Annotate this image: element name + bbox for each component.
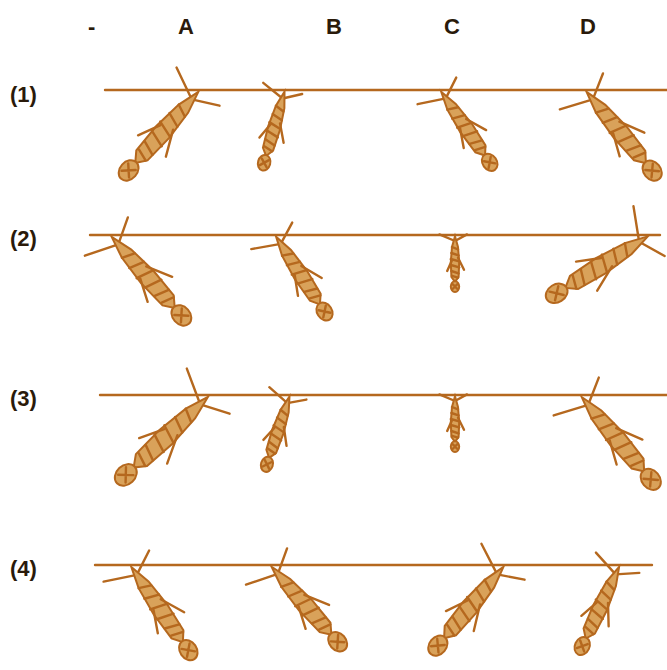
column-label: D: [580, 16, 596, 38]
larva-figures: [85, 67, 667, 670]
row-label: (3): [10, 388, 37, 410]
row-label: (1): [10, 84, 37, 106]
water-surface: [90, 90, 667, 565]
column-label: C: [444, 16, 460, 38]
column-mark: -: [88, 16, 95, 38]
column-label: A: [178, 16, 194, 38]
row-label: (4): [10, 558, 37, 580]
row-label: (2): [10, 228, 37, 250]
column-label: B: [326, 16, 342, 38]
